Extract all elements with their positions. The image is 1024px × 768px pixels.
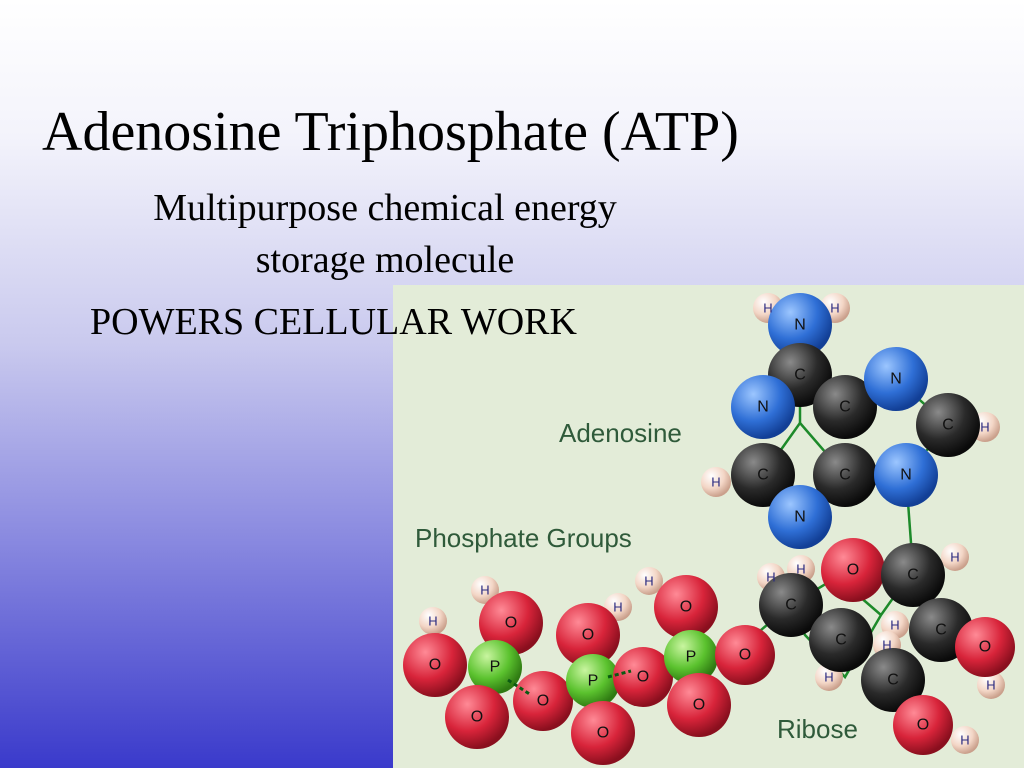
svg-text:H: H [766,570,775,585]
oxygen-atom [667,673,731,737]
carbon-atom [881,543,945,607]
svg-text:O: O [680,599,692,616]
svg-text:H: H [428,614,437,629]
svg-text:O: O [637,669,649,686]
svg-text:H: H [824,670,833,685]
svg-text:C: C [839,467,851,484]
svg-text:O: O [597,725,609,742]
svg-text:N: N [794,317,806,334]
svg-text:H: H [960,733,969,748]
nitrogen-atom [864,347,928,411]
svg-text:H: H [613,600,622,615]
hydrogen-atom [951,726,979,754]
svg-text:C: C [835,632,847,649]
oxygen-atom [613,647,673,707]
svg-text:H: H [980,420,989,435]
carbon-atom [813,443,877,507]
oxygen-atom [556,603,620,667]
oxygen-atom [715,625,775,685]
svg-text:P: P [588,673,599,690]
dashed-bonds [507,669,632,697]
svg-text:N: N [890,371,902,388]
hydrogen-atom [701,467,731,497]
svg-text:O: O [917,717,929,734]
subtitle-line-1: Multipurpose chemical energy [153,187,617,229]
label-phosphate-groups: Phosphate Groups [415,523,632,553]
svg-text:O: O [739,647,751,664]
phosphorus-atom [664,630,718,684]
oxygen-atom [955,617,1015,677]
svg-text:C: C [942,417,954,434]
carbon-atom [731,443,795,507]
nitrogen-atom [768,485,832,549]
oxygen-atom [654,575,718,639]
svg-text:C: C [935,622,947,639]
svg-text:N: N [794,509,806,526]
powers-heading: POWERS CELLULAR WORK [90,301,577,343]
svg-text:P: P [490,659,501,676]
svg-text:O: O [429,657,441,674]
svg-text:H: H [890,618,899,633]
svg-text:P: P [686,649,697,666]
svg-text:O: O [847,562,859,579]
svg-text:O: O [471,709,483,726]
atom-letters: N N N N N C C C C C C C C C C O O O O O … [428,301,995,748]
atp-molecule-svg: Adenosine Phosphate Groups Ribose [403,293,1015,765]
oxygen-atom [571,701,635,765]
svg-text:C: C [839,399,851,416]
svg-text:H: H [644,574,653,589]
slide-subtitle: Multipurpose chemical energy storage mol… [80,182,690,286]
svg-text:O: O [505,615,517,632]
svg-text:C: C [907,567,919,584]
carbon-atom [759,573,823,637]
oxygen-atom [821,538,885,602]
nitrogen-atom [731,375,795,439]
hydrogen-atom [419,607,447,635]
oxygen-atom [893,695,953,755]
oxygen-atom [479,591,543,655]
atp-molecule-illustration: Adenosine Phosphate Groups Ribose [393,285,1024,768]
svg-text:C: C [757,467,769,484]
svg-text:C: C [785,597,797,614]
svg-text:H: H [830,301,839,316]
label-ribose: Ribose [777,714,858,744]
carbon-atom [813,375,877,439]
svg-text:H: H [763,301,772,316]
subtitle-line-2: storage molecule [255,239,515,281]
phosphorus-atom [566,654,620,708]
svg-text:N: N [900,467,912,484]
svg-text:O: O [582,627,594,644]
hydrogen-atom [941,543,969,571]
hydrogen-atom [977,671,1005,699]
hydrogen-atom [635,567,663,595]
svg-text:O: O [537,693,549,710]
svg-text:H: H [480,583,489,598]
svg-text:H: H [882,638,891,653]
carbon-atom [861,648,925,712]
svg-text:H: H [950,550,959,565]
hydrogen-atom [471,576,499,604]
svg-text:H: H [986,678,995,693]
svg-text:C: C [887,672,899,689]
oxygen-atom [445,685,509,749]
svg-text:O: O [979,639,991,656]
nitrogen-atom [874,443,938,507]
carbon-atom [916,393,980,457]
svg-text:H: H [796,562,805,577]
nitrogen-atom [768,293,832,357]
svg-text:C: C [794,367,806,384]
slide-title: Adenosine Triphosphate (ATP) [42,101,739,163]
oxygen-atom [513,671,573,731]
svg-text:N: N [757,399,769,416]
label-adenosine: Adenosine [559,418,682,448]
carbon-atom [809,608,873,672]
svg-text:O: O [693,697,705,714]
svg-text:H: H [711,475,720,490]
oxygen-atom [403,633,467,697]
